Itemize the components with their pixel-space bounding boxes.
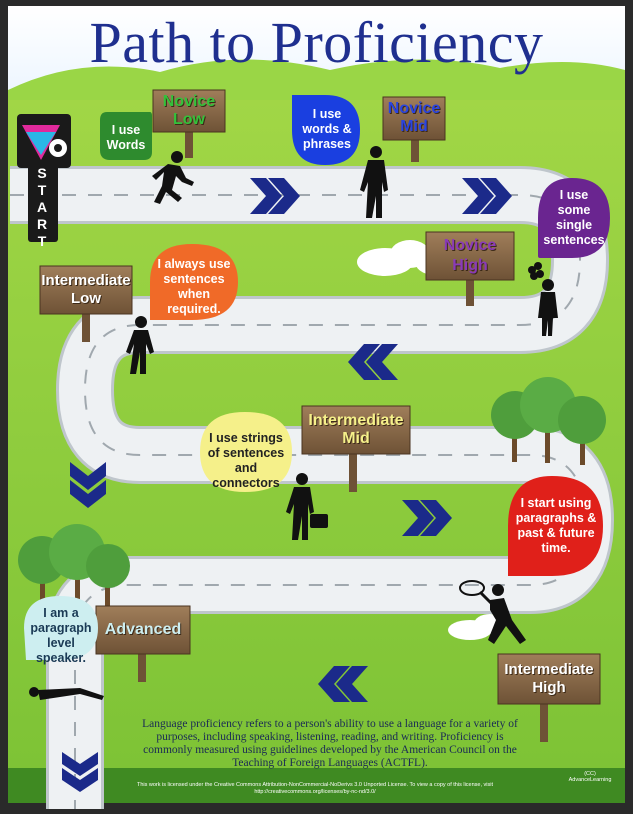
footer-strip — [8, 768, 625, 803]
bubble-text-novice-high: I use some single sentences — [543, 188, 605, 247]
start-sign — [17, 114, 71, 242]
sign-board-novice-low — [152, 89, 226, 158]
sign-board-intermediate-low — [39, 265, 133, 342]
chevron-left-icon — [318, 666, 368, 702]
sign-board-intermediate-high — [497, 653, 601, 742]
sign-intermediate-mid: Intermediate Mid — [308, 412, 404, 447]
chevron-right-icon — [462, 178, 512, 214]
bubble-intermediate-low — [150, 244, 238, 320]
flower-icon — [528, 262, 544, 280]
bubble-advanced — [24, 596, 98, 660]
page-title: Path to Proficiency — [89, 10, 544, 75]
bubble-text-intermediate-low: I always use sentences when required. — [157, 257, 231, 316]
person-standing-icon — [538, 279, 558, 336]
chevron-right-icon — [402, 500, 452, 536]
businessman-icon — [286, 473, 328, 540]
bubble-intermediate-high — [508, 476, 603, 576]
bubble-intermediate-mid — [200, 412, 292, 492]
sign-advanced: Advanced — [104, 621, 182, 638]
sign-novice-mid: Novice Mid — [387, 100, 441, 135]
person-walking-icon — [360, 146, 388, 218]
runner-icon — [152, 151, 194, 204]
sign-novice-high: Novice High — [443, 237, 497, 274]
person-lying-icon — [29, 687, 104, 700]
copyright: (CC) AdvanceLearning — [568, 771, 612, 783]
bubble-text-intermediate-high: I start using paragraphs & past & future… — [515, 496, 597, 555]
bubble-novice-high — [538, 178, 610, 258]
person-walking-icon — [126, 316, 154, 374]
description: Language proficiency refers to a person'… — [142, 718, 518, 769]
bubble-novice-low — [100, 112, 152, 160]
chevron-down-icon — [62, 752, 98, 792]
bubble-text-novice-mid: I use words & phrases — [302, 107, 352, 151]
chevron-down-icon — [70, 462, 106, 508]
bubble-text-intermediate-mid: I use strings of sentences and connector… — [207, 431, 285, 490]
chevron-right-icon — [250, 178, 300, 214]
catcher-icon — [459, 580, 526, 644]
trees-icon — [18, 524, 130, 610]
bubble-text-advanced: I am a paragraph level speaker. — [30, 606, 92, 665]
sign-intermediate-high: Intermediate High — [504, 661, 594, 696]
sign-board-advanced — [95, 605, 191, 682]
sign-board-novice-high — [425, 231, 515, 306]
bubble-novice-mid — [292, 95, 360, 165]
sign-board-intermediate-mid — [301, 405, 411, 492]
sign-board-novice-mid — [382, 96, 446, 162]
bubble-text-novice-low: I use Words — [106, 123, 146, 152]
road — [10, 166, 614, 809]
sign-intermediate-low: Intermediate Low — [41, 272, 131, 307]
chevron-left-icon — [348, 344, 398, 380]
license-text: This work is licensed under the Creative… — [136, 782, 494, 795]
trees-icon — [491, 377, 606, 465]
sign-novice-low: Novice Low — [162, 93, 216, 128]
